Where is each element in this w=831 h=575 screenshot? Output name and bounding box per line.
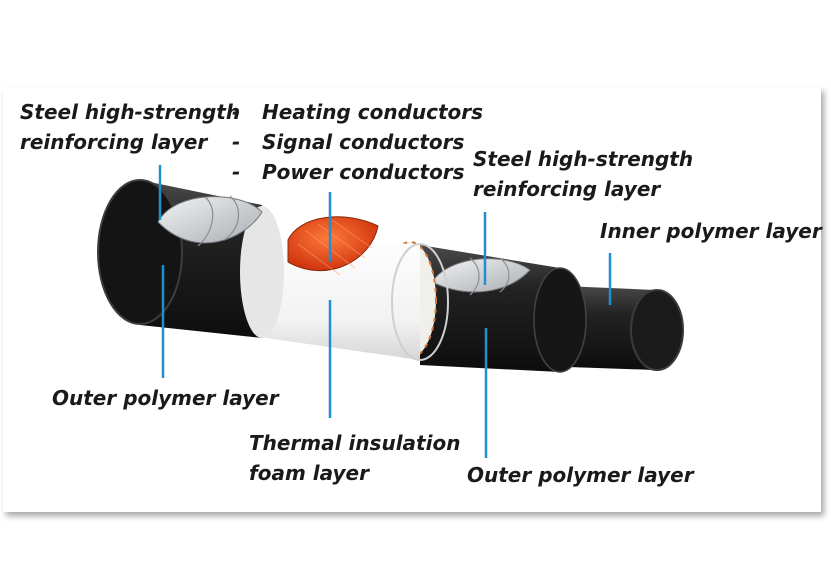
conductors-window — [287, 216, 379, 272]
label-outer-polymer-left: Outer polymer layer — [52, 386, 279, 410]
conductor-item: -Power conductors — [232, 160, 465, 184]
outer-polymer-left-end — [97, 179, 183, 325]
label-line: reinforcing layer — [473, 177, 661, 201]
inner-polymer-end — [630, 289, 684, 371]
label-inner-polymer: Inner polymer layer — [600, 219, 822, 243]
label-signal-conductors: Signal conductors — [262, 130, 465, 154]
label-line: Thermal insulation — [249, 431, 461, 455]
outer-polymer-right-end — [533, 267, 587, 373]
label-steel-reinforcing-right: Steel high-strength reinforcing layer — [473, 144, 693, 204]
label-outer-polymer-right: Outer polymer layer — [467, 463, 694, 487]
label-steel-reinforcing-left: Steel high-strength reinforcing layer — [20, 97, 240, 157]
label-line: reinforcing layer — [20, 130, 208, 154]
steel-layer-right-cutout — [431, 258, 531, 293]
label-power-conductors: Power conductors — [262, 160, 465, 184]
label-heating-conductors: Heating conductors — [262, 100, 484, 124]
leader-lines — [158, 165, 612, 458]
pipe-illustration — [97, 179, 684, 373]
label-thermal-insulation: Thermal insulation foam layer — [249, 428, 460, 488]
label-line: Steel high-strength — [20, 100, 241, 124]
conductor-item: -Signal conductors — [232, 130, 465, 154]
steel-layer-left-cutout — [157, 196, 263, 244]
label-line: Steel high-strength — [473, 147, 694, 171]
left-polymer-joint — [240, 206, 284, 338]
conductor-item: -Heating conductors — [232, 100, 484, 124]
conductor-list: -Heating conductors -Signal conductors -… — [232, 97, 483, 187]
label-line: foam layer — [249, 461, 369, 485]
